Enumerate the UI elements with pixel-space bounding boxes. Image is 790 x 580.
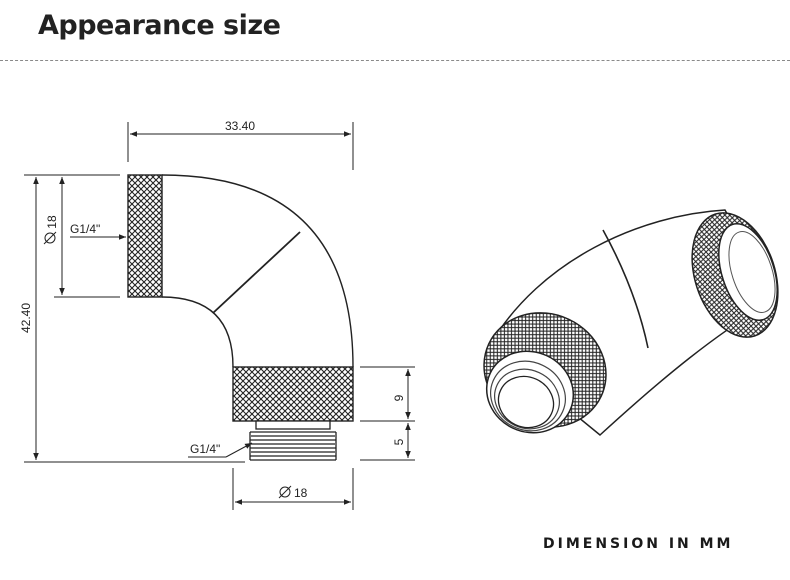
elbow-3d-view — [483, 209, 779, 436]
page-title: Appearance size — [38, 10, 281, 41]
knurl-height-label: 9 — [392, 394, 406, 401]
elbow-inner-curve — [161, 296, 234, 368]
left-port-bore — [497, 375, 555, 429]
bottom-thread-label: G1/4" — [190, 442, 220, 456]
rotation-seam — [212, 231, 301, 314]
elbow-3d-seam — [602, 229, 649, 349]
bottom-thread — [249, 420, 337, 461]
elbow-outer-curve — [161, 174, 354, 368]
elbow-side-view — [161, 174, 354, 368]
left-thread-ring-1 — [490, 360, 566, 432]
dashed-divider — [0, 60, 790, 61]
dimension-lines — [24, 122, 415, 510]
left-thread-ring-2 — [494, 368, 560, 430]
thread-height-label: 5 — [392, 438, 406, 445]
units-label: DIMENSION IN MM — [543, 536, 734, 552]
bottom-knurled-nut — [232, 366, 354, 422]
width-dimension-label: 33.40 — [225, 119, 255, 133]
top-diameter-label: 18 — [45, 215, 59, 229]
top-knurled-nut — [127, 174, 163, 298]
height-dimension-label: 42.40 — [19, 303, 33, 333]
right-port-inner-thread — [728, 231, 776, 313]
top-thread-label: G1/4" — [70, 222, 100, 236]
bottom-diameter-label: 18 — [294, 486, 308, 500]
